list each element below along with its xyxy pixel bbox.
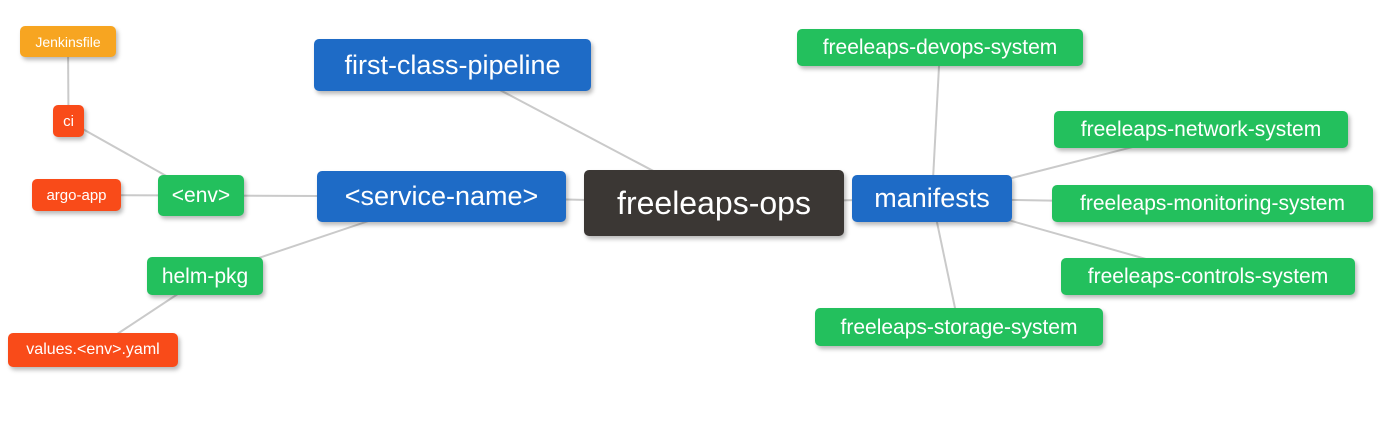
node-label: values.<env>.yaml bbox=[26, 341, 160, 358]
node-label: argo-app bbox=[46, 186, 107, 204]
node-label: Jenkinsfile bbox=[35, 33, 101, 50]
node-freeleaps-network-system[interactable]: freeleaps-network-system bbox=[1054, 111, 1348, 148]
node-label: freeleaps-network-system bbox=[1080, 118, 1322, 141]
node-freeleaps-monitoring-system[interactable]: freeleaps-monitoring-system bbox=[1052, 185, 1373, 222]
node-label: freeleaps-devops-system bbox=[822, 36, 1058, 59]
node-label: freeleaps-controls-system bbox=[1087, 265, 1329, 288]
node-argo-app[interactable]: argo-app bbox=[32, 179, 121, 211]
node-freeleaps-controls-system[interactable]: freeleaps-controls-system bbox=[1061, 258, 1355, 295]
node-manifests[interactable]: manifests bbox=[852, 175, 1012, 222]
node-label: freeleaps-monitoring-system bbox=[1080, 192, 1345, 215]
node-label: helm-pkg bbox=[161, 264, 249, 288]
node-helm-pkg[interactable]: helm-pkg bbox=[147, 257, 263, 295]
node-values-env-yaml[interactable]: values.<env>.yaml bbox=[8, 333, 178, 367]
node-freeleaps-devops-system[interactable]: freeleaps-devops-system bbox=[797, 29, 1083, 66]
node-jenkinsfile[interactable]: Jenkinsfile bbox=[20, 26, 116, 57]
node-label: freeleaps-ops bbox=[617, 185, 811, 221]
node-label: manifests bbox=[874, 183, 990, 213]
node-label: freeleaps-storage-system bbox=[840, 315, 1078, 339]
node-first-class-pipeline[interactable]: first-class-pipeline bbox=[314, 39, 591, 91]
node-freeleaps-storage-system[interactable]: freeleaps-storage-system bbox=[815, 308, 1103, 346]
node-label: first-class-pipeline bbox=[344, 49, 561, 80]
node-freeleaps-ops[interactable]: freeleaps-ops bbox=[584, 170, 844, 236]
node-ci[interactable]: ci bbox=[53, 105, 84, 137]
node-label: <service-name> bbox=[344, 181, 539, 211]
node-service-name[interactable]: <service-name> bbox=[317, 171, 566, 222]
node-label: ci bbox=[63, 112, 74, 130]
edge-manifests--freeleaps-devops-system bbox=[931, 47, 941, 199]
node-env[interactable]: <env> bbox=[158, 175, 244, 216]
node-label: <env> bbox=[171, 184, 231, 207]
